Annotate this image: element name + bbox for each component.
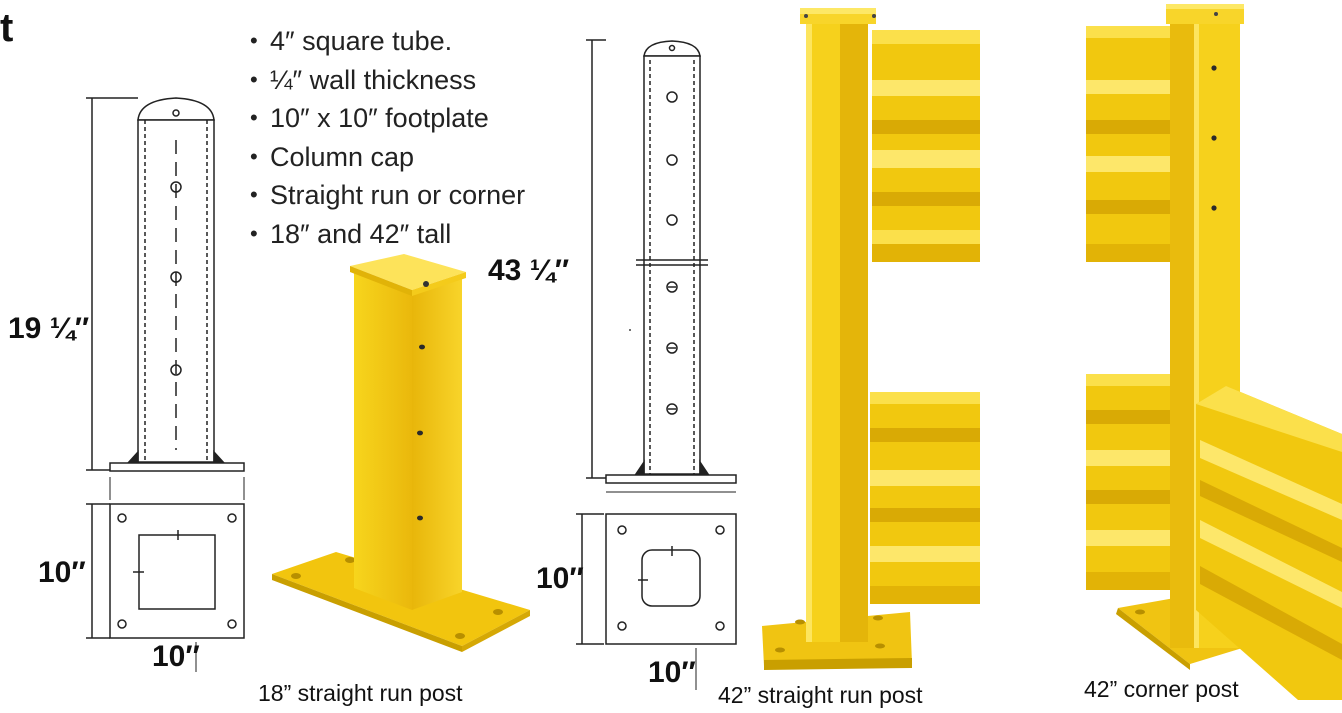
height-dimension-18: 19 ¼″ (8, 312, 90, 345)
plate-side-dimension-18: 10″ (38, 556, 86, 589)
feature-list: 4″ square tube. ¼″ wall thickness 10″ x … (250, 22, 525, 253)
plate-bottom-dimension-42: 10″ (648, 656, 696, 689)
plate-bottom-dimension-18: 10″ (152, 640, 200, 673)
height-dimension-42: 43 ¼″ (488, 254, 570, 287)
feature-item: 18″ and 42″ tall (250, 215, 525, 254)
feature-item: Straight run or corner (250, 176, 525, 215)
feature-item: 4″ square tube. (250, 22, 525, 61)
feature-item: ¼″ wall thickness (250, 61, 525, 100)
feature-item: Column cap (250, 138, 525, 177)
caption-42-straight-run: 42” straight run post (718, 682, 923, 708)
heading-fragment: t (0, 6, 14, 50)
caption-42-corner: 42” corner post (1084, 676, 1239, 702)
caption-18-straight-run: 18” straight run post (258, 680, 463, 706)
plate-side-dimension-42: 10″ (536, 562, 584, 595)
feature-item: 10″ x 10″ footplate (250, 99, 525, 138)
